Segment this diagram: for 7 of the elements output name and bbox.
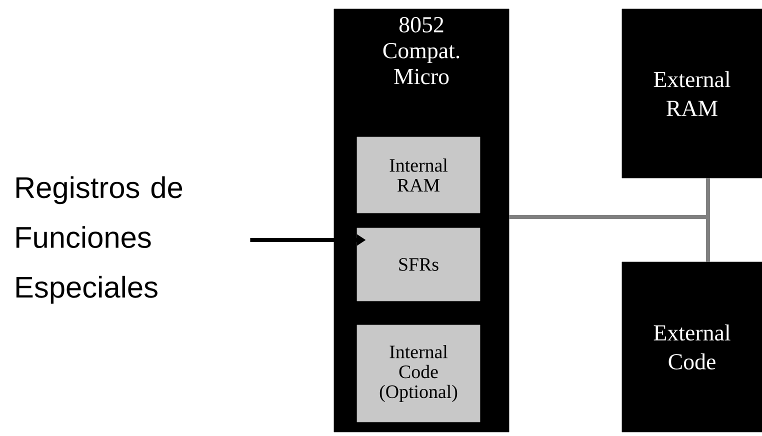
memory-block: Internal RAM <box>356 136 480 214</box>
bus-line <box>509 215 710 262</box>
memory-box: External RAM <box>622 8 762 178</box>
memory-block: Internal Code (Optional) <box>356 324 480 422</box>
memory-block: SFRs <box>356 228 480 302</box>
annotation-text: Registros de Funciones Especiales <box>16 176 182 304</box>
memory-box: External Code <box>622 262 762 432</box>
